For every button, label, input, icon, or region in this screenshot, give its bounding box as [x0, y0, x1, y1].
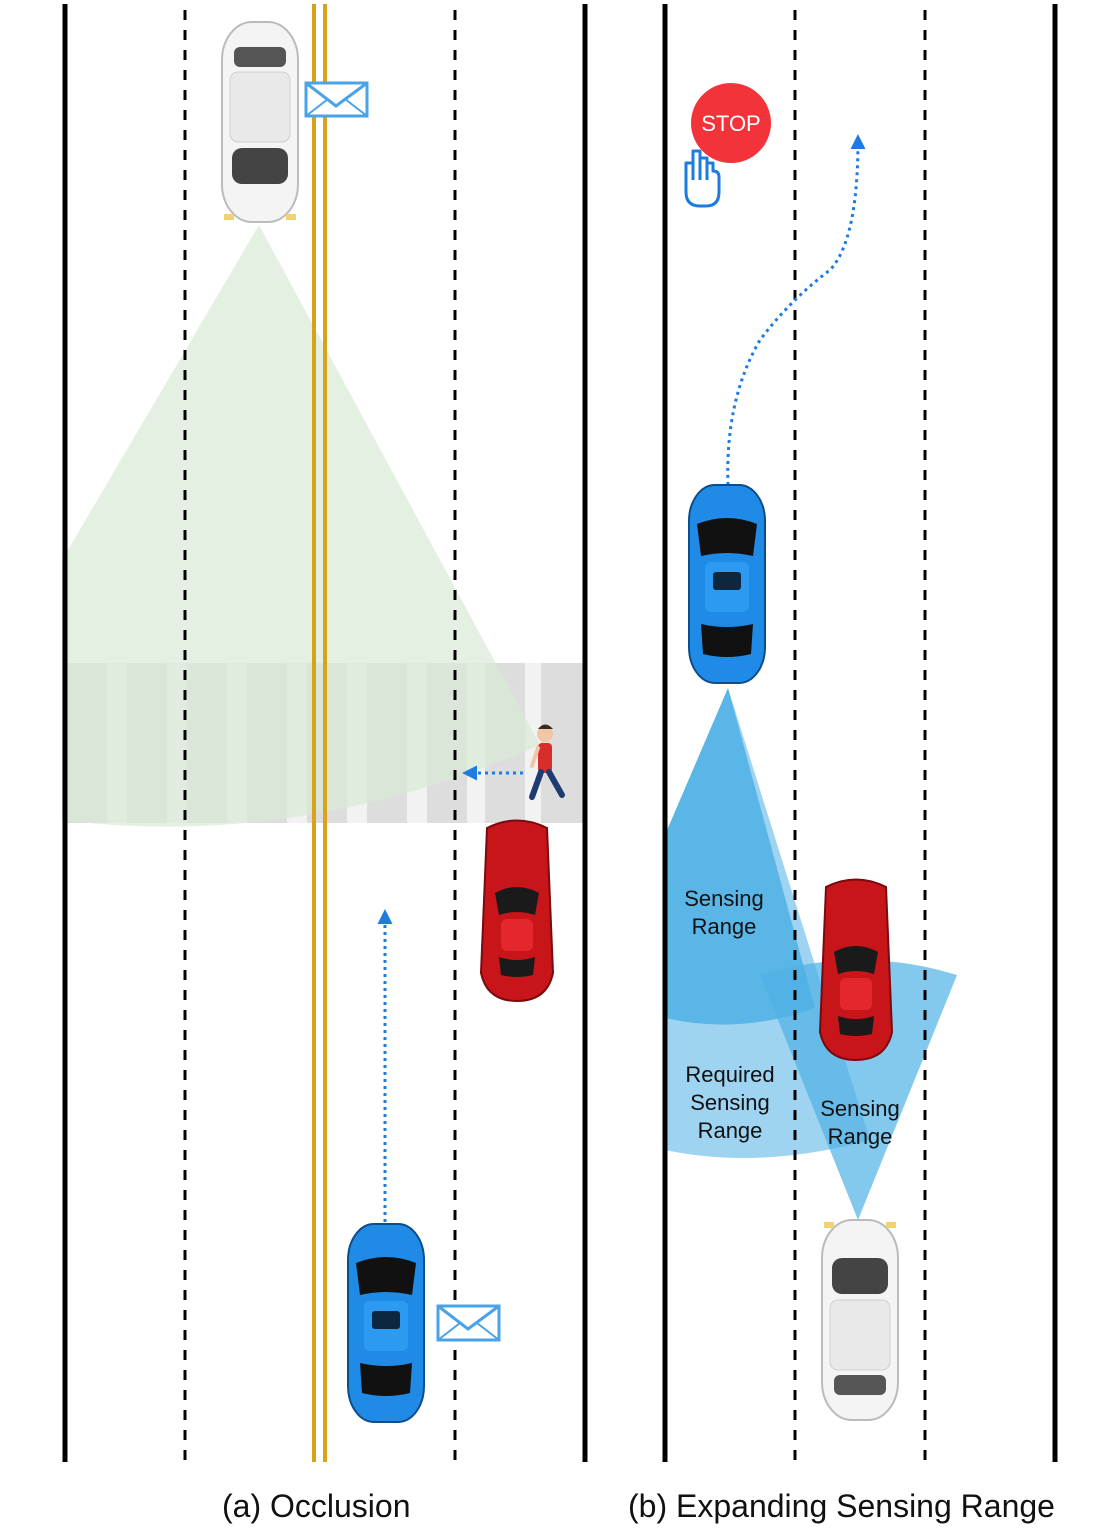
message-envelope-icon-2	[436, 1304, 501, 1342]
blue-car-b	[688, 484, 766, 684]
sensing-range-label-right-line2: Range	[828, 1124, 893, 1149]
white-car-b	[821, 1219, 899, 1421]
panel-a-road	[62, 4, 588, 1462]
pedestrian-icon	[529, 724, 565, 800]
sensing-range-label-left-line1: Sensing	[684, 886, 764, 911]
sensing-range-label-right: Sensing Range	[820, 1096, 900, 1149]
red-car-b	[818, 878, 894, 1062]
blue-car-trajectory-b	[726, 134, 866, 486]
required-sensing-range-label: Required Sensing Range	[685, 1062, 774, 1143]
stop-sign-icon: STOP	[691, 83, 771, 163]
sensing-range-label-left-line2: Range	[692, 914, 757, 939]
required-sensing-range-line1: Required	[685, 1062, 774, 1087]
sensing-range-label-left: Sensing Range	[684, 886, 764, 939]
caption-panel-a: (a) Occlusion	[222, 1488, 411, 1524]
red-car-a	[479, 819, 555, 1003]
sensing-range-label-right-line1: Sensing	[820, 1096, 900, 1121]
sensing-range-cone-left	[665, 688, 815, 1025]
sensing-range-cone-right	[760, 960, 957, 1220]
sensing-cone-green	[62, 225, 540, 827]
blue-car-a	[347, 1223, 425, 1423]
white-car-a	[221, 21, 299, 223]
hand-stop-icon	[684, 149, 721, 208]
message-envelope-icon	[304, 81, 369, 118]
required-sensing-range-line2: Sensing	[690, 1090, 770, 1115]
required-sensing-range-line3: Range	[698, 1118, 763, 1143]
caption-panel-b: (b) Expanding Sensing Range	[628, 1488, 1055, 1524]
stop-sign-text: STOP	[701, 111, 761, 136]
